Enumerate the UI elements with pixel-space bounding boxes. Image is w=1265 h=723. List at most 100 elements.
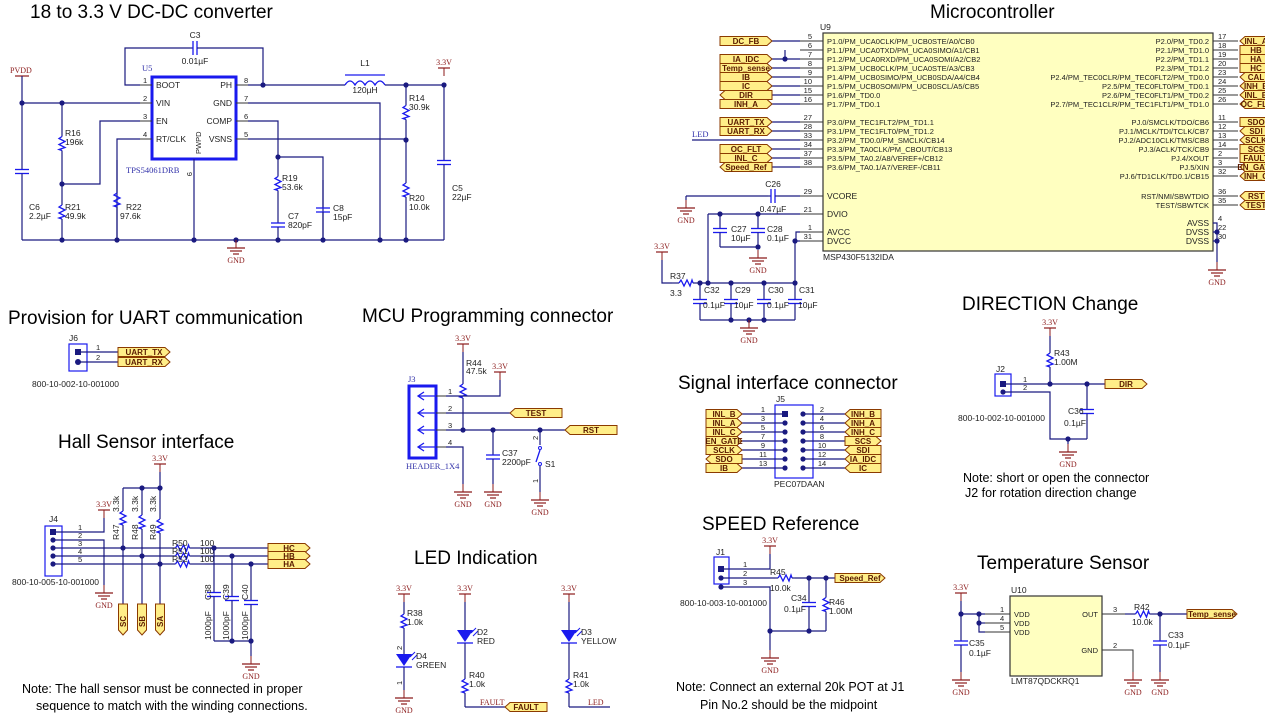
- title-dcdc: 18 to 3.3 V DC-DC converter: [30, 2, 274, 23]
- pin-name: P2.3/PM_TD1.2: [1156, 64, 1209, 73]
- ref-c37: C37: [502, 448, 518, 458]
- gnd-label: GND: [740, 336, 758, 345]
- pin-num: 23: [1218, 68, 1226, 77]
- led-color: YELLOW: [581, 636, 616, 646]
- gnd-label: GND: [1151, 688, 1169, 697]
- ref-c31: C31: [799, 285, 815, 295]
- net-port-scs-label: SCS: [1248, 145, 1265, 154]
- pin-name: P1.5/PM_UCB0SOMI/PM_UCB0SCL/A5/CB5: [827, 82, 979, 91]
- net-port-fault: [504, 702, 548, 712]
- pin-num: 32: [1218, 167, 1226, 176]
- ref-c8: C8: [333, 203, 344, 213]
- pin-num: 3: [143, 112, 147, 121]
- connector-j4: [44, 525, 63, 577]
- conn-ref: J2: [996, 364, 1005, 374]
- conn-ref: J1: [716, 547, 725, 557]
- net-port-ia_idc-label: IA_IDC: [733, 55, 759, 64]
- net-port-ia_idc-label: IA_IDC: [850, 455, 876, 464]
- pin-num: 8: [820, 432, 824, 441]
- net-port-dir-label: DIR: [739, 91, 753, 100]
- net-port-dir-label: DIR: [1119, 380, 1133, 389]
- wire: [661, 260, 672, 284]
- junction-dot: [59, 237, 65, 243]
- ic-ref: U5: [142, 63, 152, 73]
- pin-num: 1: [395, 681, 404, 685]
- pin-num: 2: [395, 646, 404, 650]
- pin-name: GND: [1081, 646, 1098, 655]
- ref-c35: C35: [969, 638, 985, 648]
- value-r46: 1.00M: [829, 606, 853, 616]
- gnd-label: GND: [1208, 278, 1226, 287]
- power-label: 3.3V: [561, 584, 577, 593]
- conn-part: PEC07DAAN: [774, 479, 825, 489]
- value-c30: 0.1µF: [767, 300, 789, 310]
- net-port-temp_sense: [719, 63, 773, 73]
- net-port-fault-label: FAULT: [513, 703, 538, 712]
- ref-r51: R51: [172, 546, 188, 556]
- pin-num: 2: [531, 436, 540, 440]
- pin-name: TEST/SBWTCK: [1156, 201, 1209, 210]
- gnd-label: GND: [454, 500, 472, 509]
- net-port-inl_b-label: INL_B: [1244, 91, 1265, 100]
- pin-num: 11: [759, 450, 767, 459]
- resistor-icon: [1044, 352, 1055, 368]
- pin-num: 10: [818, 441, 826, 450]
- net-port-dc_fb-label: DC_FB: [733, 37, 760, 46]
- junction-dot: [460, 427, 466, 433]
- net-port-uart_rx: [117, 357, 171, 367]
- net-port-sc: [118, 603, 128, 636]
- conn-ref: J3: [408, 374, 416, 384]
- resistor-icon: [1134, 608, 1151, 619]
- net-port-sdi-label: SDI: [856, 446, 869, 455]
- pin-num: 1: [743, 560, 747, 569]
- net-port-ib: [719, 72, 773, 82]
- pin-num: 5: [1000, 623, 1004, 632]
- pin-name: PJ.5/XIN: [1179, 163, 1209, 172]
- net-port-uart_rx-label: UART_RX: [727, 127, 765, 136]
- net-port-en_gate-label: EN_GATE: [1237, 163, 1265, 172]
- value-r16: 196k: [65, 137, 84, 147]
- net-port-ic: [719, 81, 773, 91]
- ref-r37: R37: [670, 271, 686, 281]
- pin-name: P1.6/PM_TD0.0: [827, 91, 880, 100]
- pin-name: VDD: [1014, 610, 1030, 619]
- wire: [795, 231, 800, 241]
- title-led: LED Indication: [414, 548, 538, 569]
- net-port-inl_a-label: INL_A: [1244, 37, 1265, 46]
- value-r38: 1.0k: [407, 617, 424, 627]
- pin-num: 1: [761, 405, 765, 414]
- ref-c36: C36: [1068, 406, 1084, 416]
- pin-name: P1.1/PM_UCA0TXD/PM_UCA0SIMO/A1/CB1: [827, 46, 980, 55]
- wire: [248, 102, 381, 240]
- ref-r49: R49: [148, 524, 158, 540]
- pin-num: 2: [1023, 383, 1027, 392]
- pin-name: AVCC: [827, 227, 850, 237]
- ref-c39: C39: [221, 584, 231, 600]
- value-c5: 22µF: [452, 192, 472, 202]
- ref-c3: C3: [190, 30, 201, 40]
- connector-j2: [994, 373, 1012, 397]
- junction-dot: [767, 628, 773, 634]
- value-r40: 1.0k: [469, 679, 486, 689]
- ref-l1: L1: [360, 58, 370, 68]
- conn-part: 800-10-003-10-001000: [680, 598, 767, 608]
- pin-name: P2.6/PM_TEC0FLT1/PM_TD0.2: [1102, 91, 1209, 100]
- pin-num: 2: [743, 569, 747, 578]
- pin-num: 3: [448, 421, 452, 430]
- net-port-inh_c: [1239, 171, 1265, 181]
- net-port-ha-label: HA: [1250, 55, 1262, 64]
- value-r22: 97.6k: [120, 211, 142, 221]
- connector-j6: [68, 343, 88, 372]
- pin-name: GND: [213, 98, 232, 108]
- net-port-ib: [705, 463, 743, 473]
- pin-name: P3.6/PM_TA0.1/A7/VEREF-/CB11: [827, 163, 941, 172]
- pin-name: RT/CLK: [156, 134, 186, 144]
- power-label: 3.3V: [492, 362, 508, 371]
- wire: [53, 518, 105, 533]
- net-port-inh_b-label: INH_B: [851, 410, 875, 419]
- pin-name: PWPD: [194, 131, 203, 154]
- net-port-ha: [267, 559, 311, 569]
- ref-c6: C6: [29, 202, 40, 212]
- net-port-speed_ref: [719, 162, 773, 172]
